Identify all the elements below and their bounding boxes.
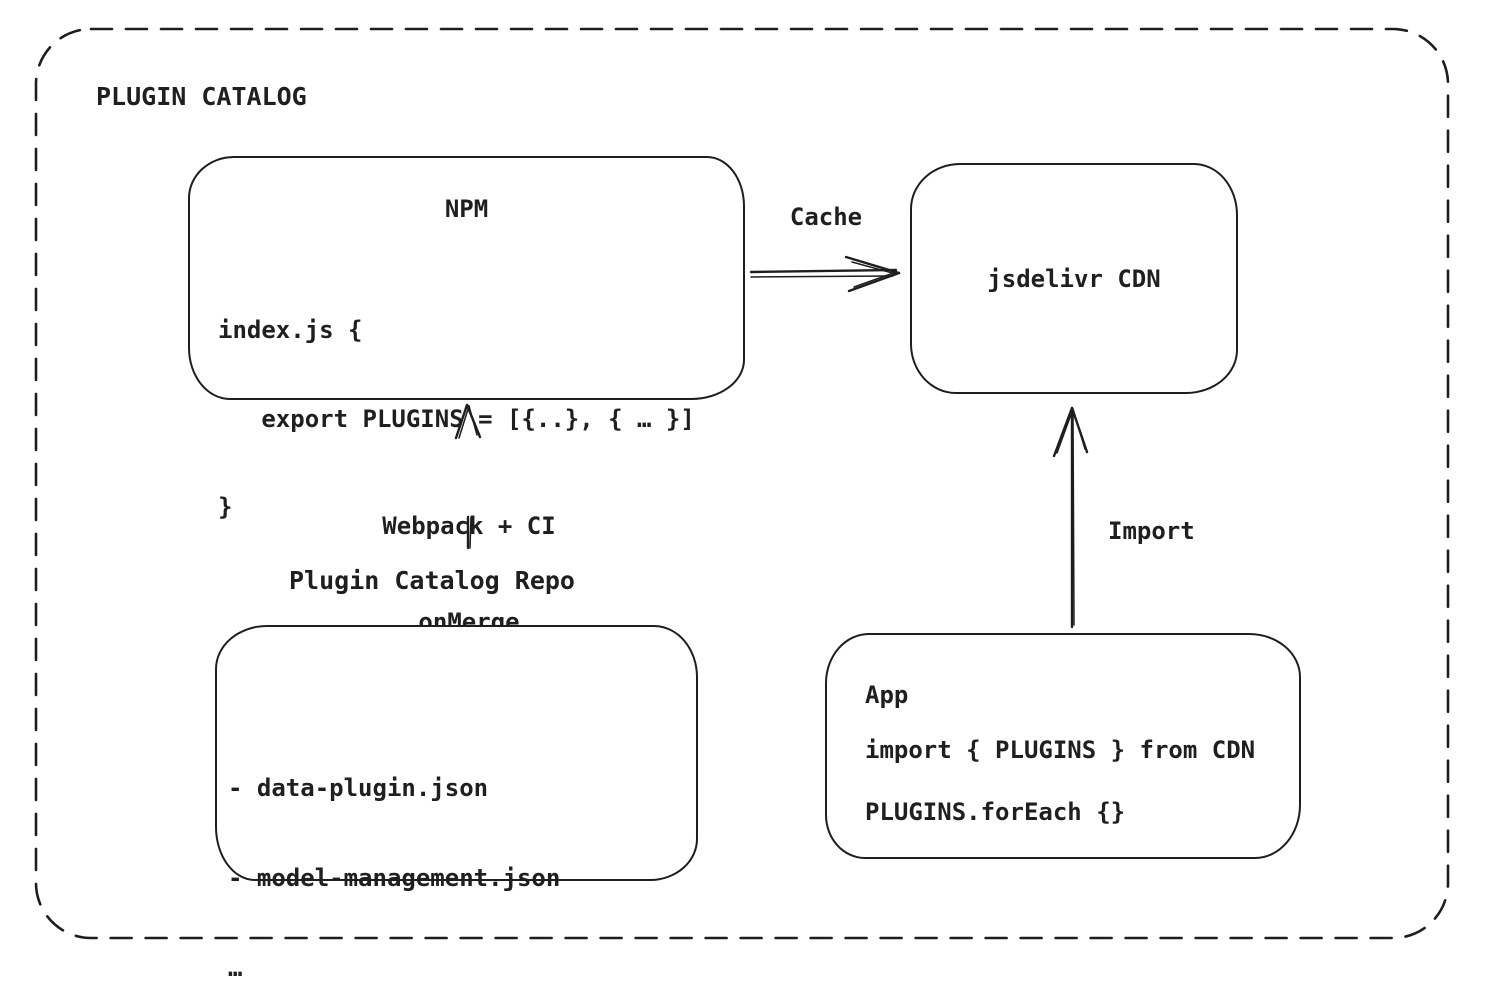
diagram-title: PLUGIN CATALOG [96, 82, 307, 111]
repo-file-item: - model-management.json [228, 864, 561, 892]
import-arrow [1052, 406, 1089, 629]
build-edge-label-line1: Webpack + CI [382, 512, 556, 540]
cdn-node-title: jsdelivr CDN [987, 264, 1161, 293]
app-node-title: App [865, 681, 909, 709]
repo-file-item: … [228, 954, 243, 982]
npm-code-line: } [218, 493, 233, 521]
repo-node: - data-plugin.json - model-management.js… [215, 625, 698, 982]
app-node: App import { PLUGINS } from CDN PLUGINS.… [825, 633, 1301, 859]
app-code-line: import { PLUGINS } from CDN [865, 736, 1256, 764]
repo-node-caption: Plugin Catalog Repo [289, 566, 575, 595]
npm-code-block: index.js { export PLUGINS = [{..}, { … }… [218, 257, 695, 582]
npm-node: NPM index.js { export PLUGINS = [{..}, {… [188, 156, 745, 521]
repo-file-item: - data-plugin.json [228, 774, 489, 802]
import-edge-label: Import [1108, 517, 1195, 545]
npm-code-line: index.js { [218, 316, 363, 344]
cdn-node: jsdelivr CDN [910, 163, 1238, 394]
cache-edge-label: Cache [789, 203, 863, 231]
dashed-frame [34, 27, 1450, 940]
app-code-line: PLUGINS.forEach {} [865, 798, 1126, 826]
build-arrow [454, 403, 482, 550]
repo-file-list: - data-plugin.json - model-management.js… [228, 713, 560, 1002]
npm-node-title: NPM [444, 195, 489, 223]
npm-code-line: export PLUGINS = [{..}, { … }] [218, 404, 695, 433]
cache-arrow [749, 255, 901, 293]
